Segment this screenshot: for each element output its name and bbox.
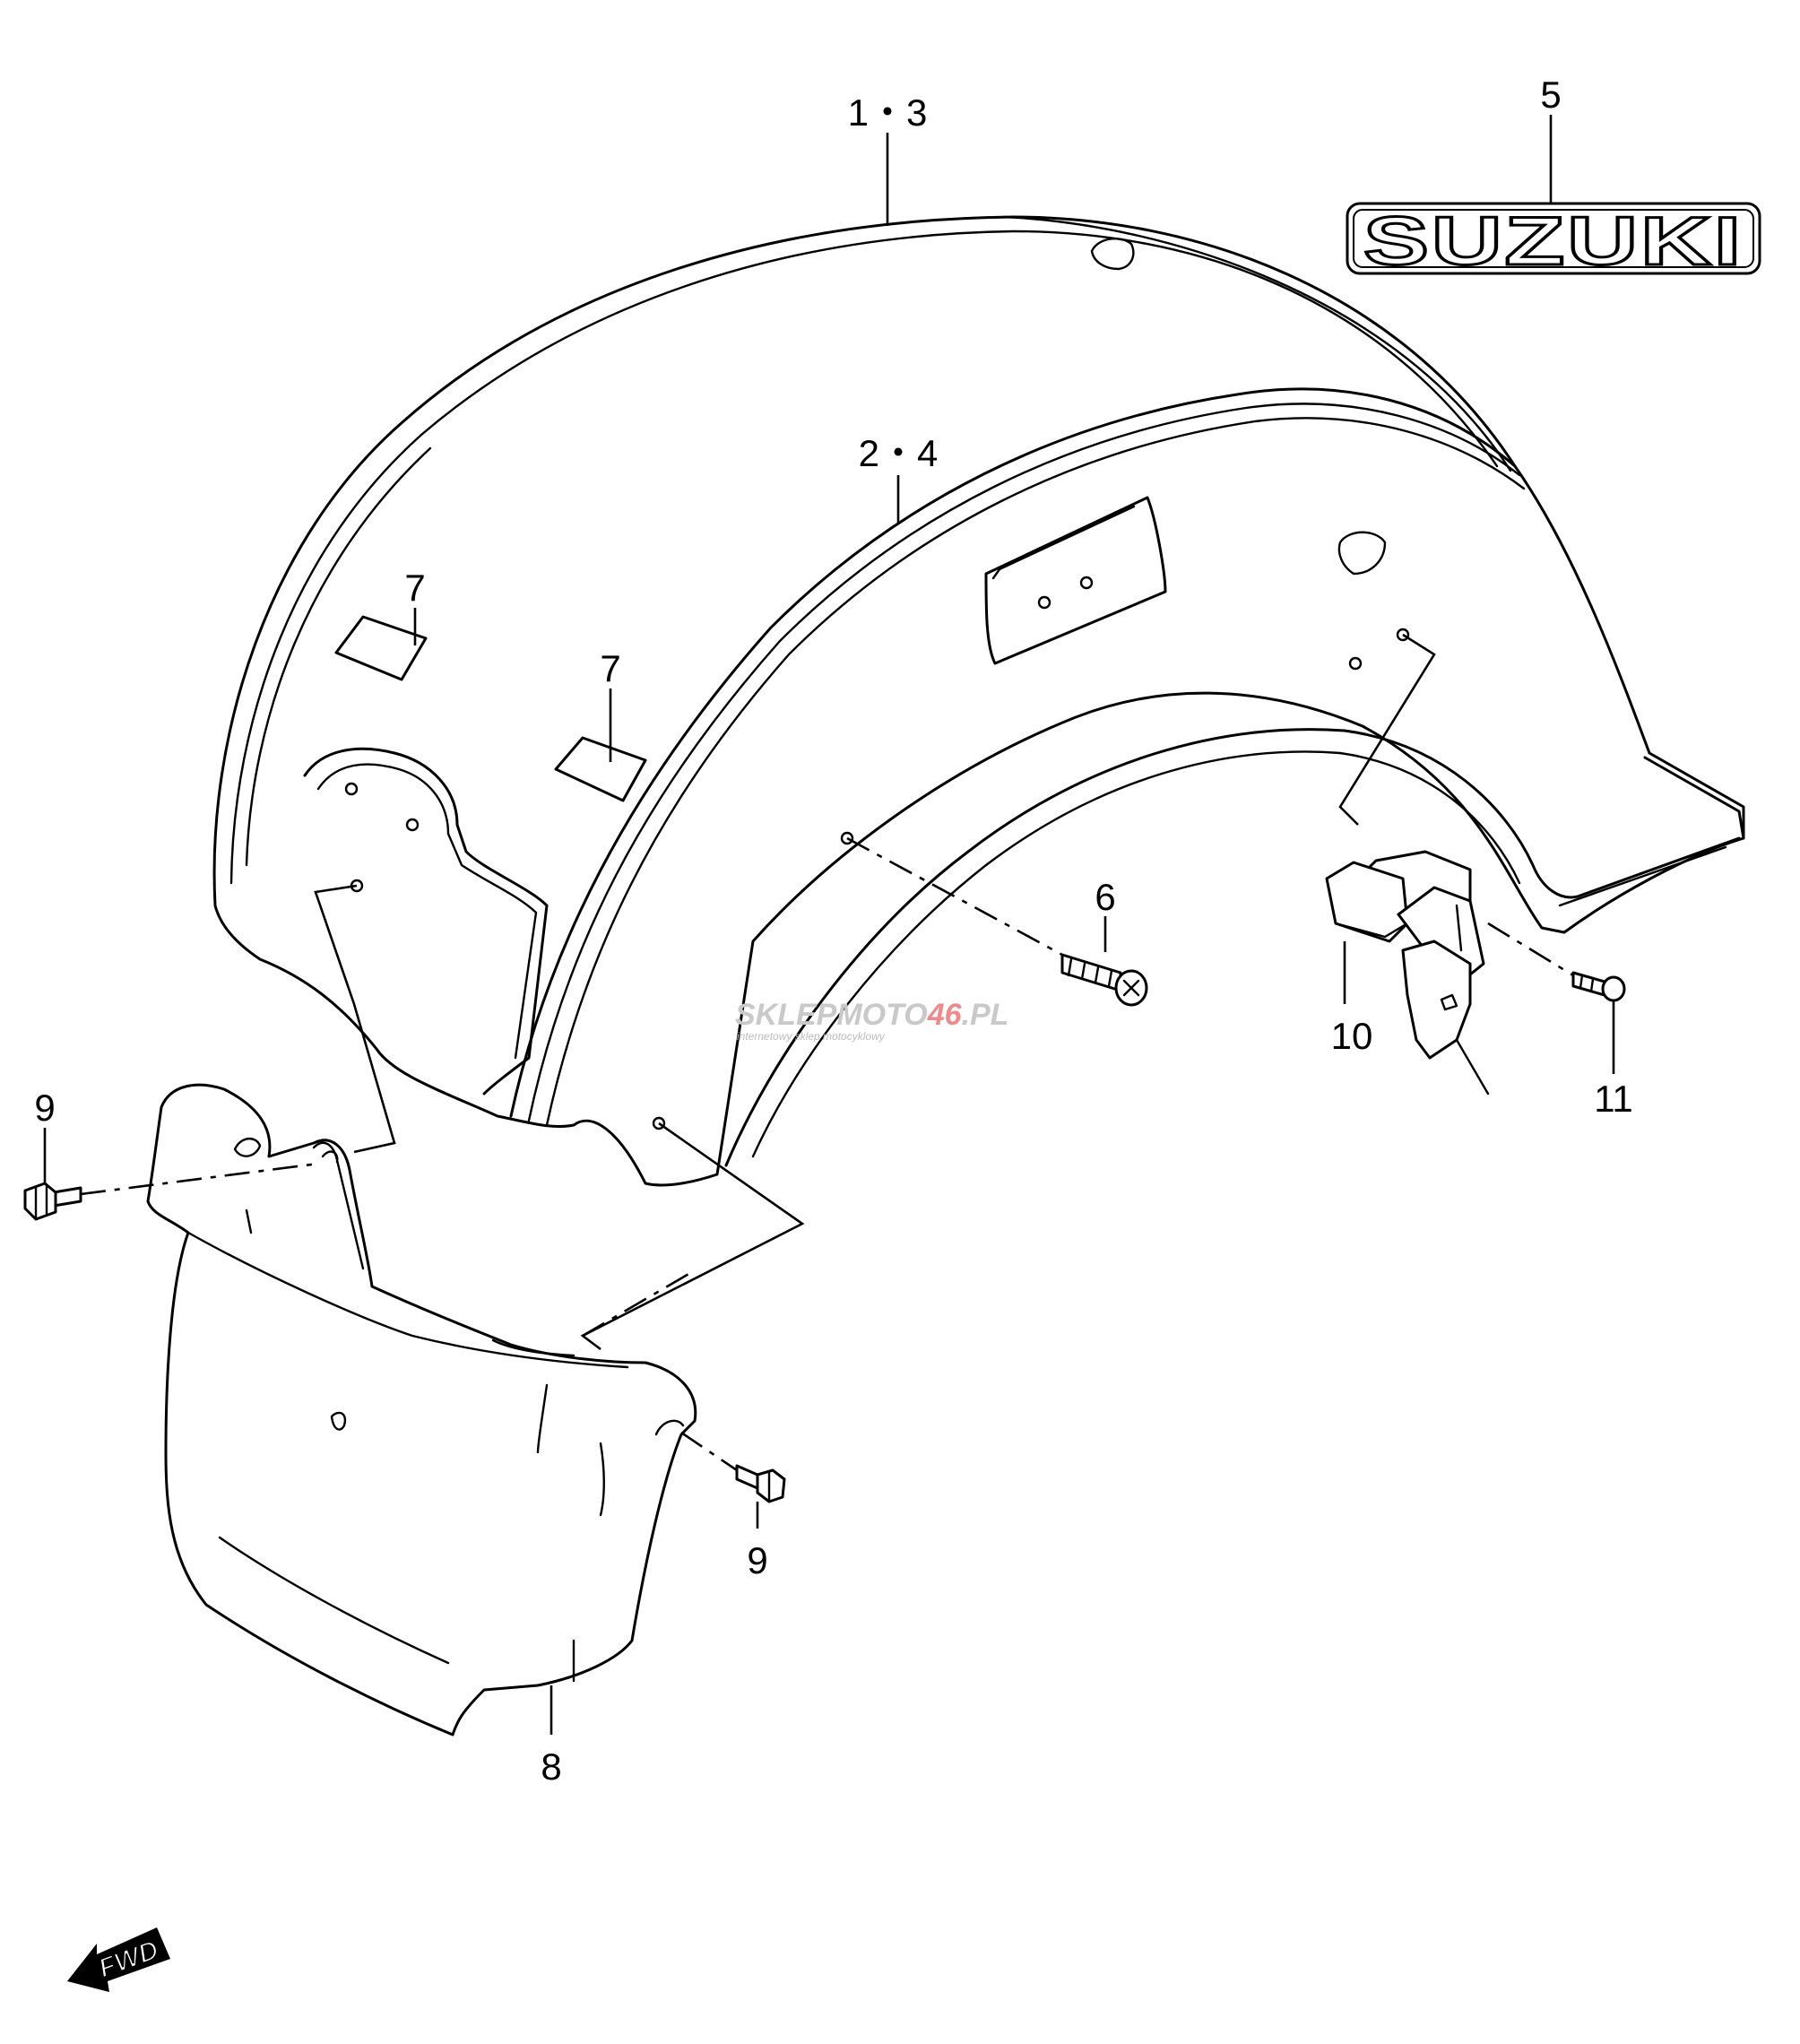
- callout-screw-right: 11: [1594, 1078, 1633, 1120]
- bolt-9-lower: [735, 1464, 786, 1503]
- callout-label-left: 7: [404, 567, 425, 609]
- callout-label-right: 7: [600, 647, 620, 689]
- callout-cushion: 10: [1331, 1015, 1373, 1057]
- watermark-part2: MOTO: [836, 998, 927, 1032]
- emblem-text: SUZUKI: [1363, 204, 1744, 280]
- watermark-tagline: internetowy sklep motocyklowy: [737, 1030, 886, 1043]
- fwd-arrow-icon: [67, 1927, 170, 1992]
- watermark: SKLEPMOTO46.PL internetowy sklep motocyk…: [735, 998, 1008, 1043]
- rear-fender: [212, 215, 1745, 1187]
- fwd-arrow: FWD: [67, 1927, 170, 1992]
- suzuki-emblem: SUZUKI: [1346, 202, 1761, 281]
- cushion-bracket: [1325, 850, 1490, 1096]
- callout-bolt-left: 9: [34, 1087, 55, 1129]
- callout-bolt-lower: 9: [747, 1539, 767, 1581]
- callout-fender-inner: 2・4: [859, 432, 939, 474]
- bolt-9-left: [23, 1182, 82, 1221]
- callout-numbers: 1・3 2・4 5 6 7 7 8 9 9 10 11: [34, 74, 1632, 1788]
- callout-fender-outer: 1・3: [848, 91, 928, 134]
- leader-lines: [43, 115, 1615, 1735]
- side-cover: [146, 1083, 697, 1737]
- screw-6: [1060, 953, 1148, 1007]
- callout-screw-center: 6: [1095, 876, 1115, 918]
- watermark-part1: SKLEP: [735, 998, 837, 1032]
- svg-text:SKLEPMOTO46.PL: SKLEPMOTO46.PL: [735, 998, 1008, 1032]
- callout-emblem: 5: [1540, 74, 1561, 116]
- watermark-part3: 46: [927, 998, 963, 1032]
- callout-side-cover: 8: [541, 1745, 561, 1788]
- assembly-lines: [80, 836, 1574, 1472]
- watermark-part4: .PL: [962, 998, 1009, 1032]
- screw-11: [1571, 971, 1626, 1002]
